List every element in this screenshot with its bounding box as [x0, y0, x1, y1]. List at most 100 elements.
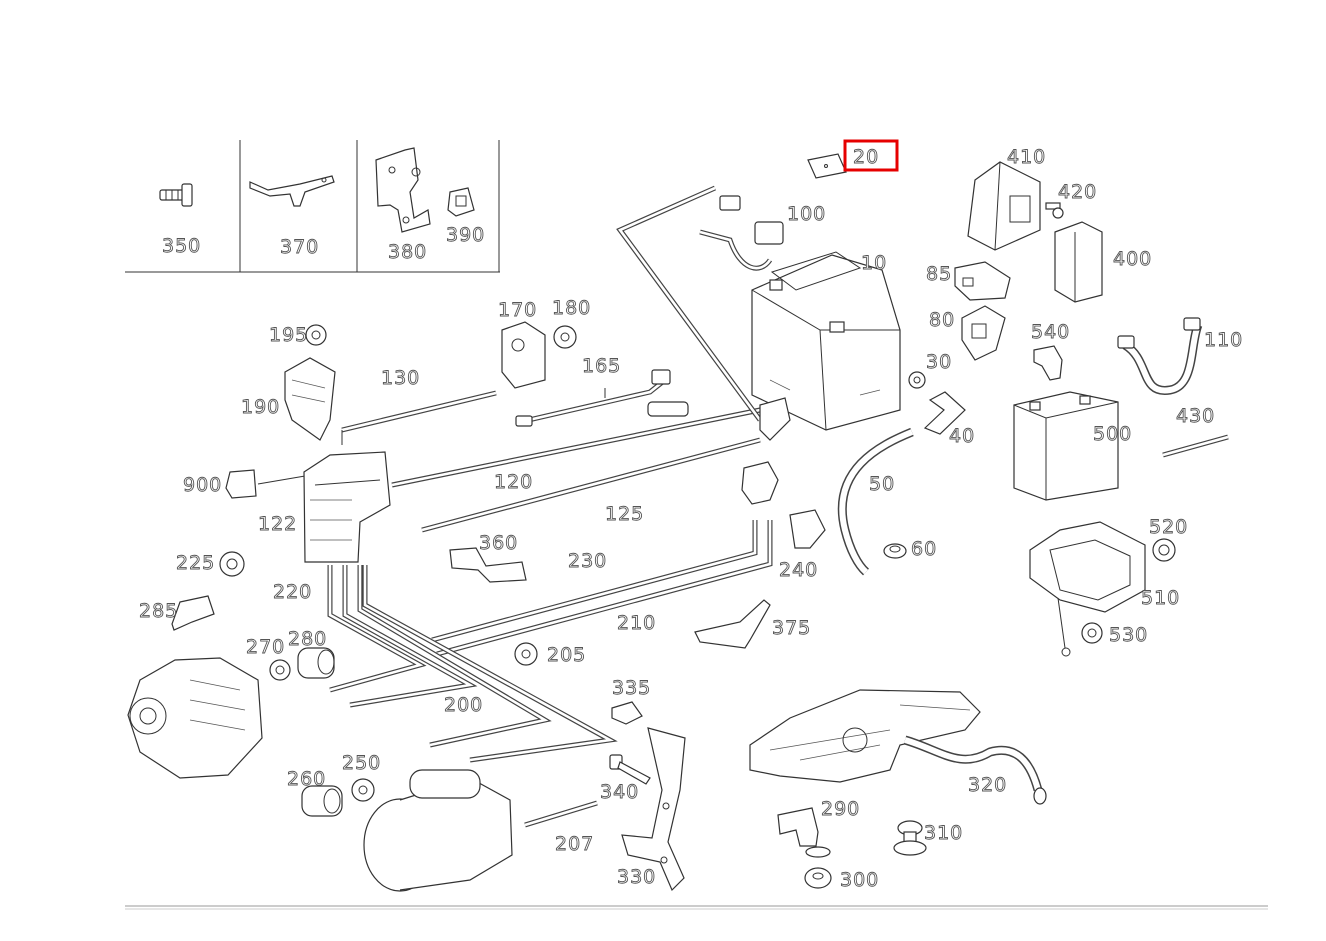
label-10[interactable]: 10	[861, 252, 887, 275]
part-190-cover[interactable]	[284, 357, 336, 441]
part-195-nut[interactable]	[305, 324, 327, 346]
label-30[interactable]: 30	[926, 351, 952, 374]
label-900[interactable]: 900	[183, 474, 222, 497]
label-370: 370	[280, 236, 319, 258]
part-380-bracket[interactable]	[375, 147, 431, 233]
label-530[interactable]: 530	[1109, 624, 1148, 647]
label-510[interactable]: 510	[1141, 587, 1180, 610]
part-250-nut[interactable]	[351, 778, 375, 802]
label-270[interactable]: 270	[246, 636, 285, 659]
label-290[interactable]: 290	[821, 798, 860, 821]
part-260-sleeve[interactable]	[301, 785, 343, 817]
part-370-bracket[interactable]	[249, 175, 335, 207]
part-320-ground-cable[interactable]	[903, 735, 1047, 805]
label-375[interactable]: 375	[772, 617, 811, 640]
label-430[interactable]: 430	[1176, 405, 1215, 428]
part-280-sleeve[interactable]	[297, 647, 335, 679]
label-400[interactable]: 400	[1113, 248, 1152, 271]
label-410[interactable]: 410	[1007, 146, 1046, 169]
part-410-fuse-box[interactable]	[967, 161, 1041, 251]
label-20[interactable]: 20	[853, 146, 879, 169]
label-230[interactable]: 230	[568, 550, 607, 573]
part-350-bolt[interactable]	[159, 183, 193, 207]
part-540-clip[interactable]	[1033, 345, 1063, 381]
label-165[interactable]: 165	[582, 355, 621, 378]
part-10-battery[interactable]	[751, 251, 901, 431]
label-85[interactable]: 85	[926, 263, 952, 286]
part-270-nut[interactable]	[269, 659, 291, 681]
part-330-bracket[interactable]	[621, 727, 686, 892]
part-85-bracket[interactable]	[954, 261, 1011, 301]
part-310-stud[interactable]	[893, 820, 927, 856]
label-190[interactable]: 190	[241, 396, 280, 419]
label-350: 350	[162, 235, 201, 257]
part-390-clip[interactable]	[447, 187, 475, 217]
label-50[interactable]: 50	[869, 473, 895, 496]
part-110-cable[interactable]	[1117, 317, 1203, 395]
label-250[interactable]: 250	[342, 752, 381, 775]
label-80[interactable]: 80	[929, 309, 955, 332]
label-520[interactable]: 520	[1149, 516, 1188, 539]
part-900-connector[interactable]	[225, 469, 257, 499]
label-320[interactable]: 320	[968, 774, 1007, 797]
part-530-nut[interactable]	[1081, 622, 1103, 644]
label-540[interactable]: 540	[1031, 321, 1070, 344]
part-510-battery-tray[interactable]	[1029, 521, 1146, 657]
part-100-cable[interactable]	[699, 195, 784, 271]
label-285[interactable]: 285	[139, 600, 178, 623]
label-180[interactable]: 180	[552, 297, 591, 320]
engine-block-illustration	[749, 689, 981, 783]
label-40[interactable]: 40	[949, 425, 975, 448]
part-80-holder[interactable]	[961, 305, 1006, 361]
part-20-plate[interactable]	[807, 153, 847, 179]
label-260[interactable]: 260	[287, 768, 326, 791]
part-165-lead[interactable]	[515, 369, 689, 427]
label-170[interactable]: 170	[498, 299, 537, 322]
label-100[interactable]: 100	[787, 203, 826, 226]
part-122-fuse-carrier[interactable]	[303, 451, 391, 563]
part-170-sensor[interactable]	[501, 321, 546, 389]
part-180-bushing[interactable]	[553, 325, 577, 349]
label-207[interactable]: 207	[555, 833, 594, 856]
part-335-clip[interactable]	[611, 701, 643, 725]
label-220[interactable]: 220	[273, 581, 312, 604]
label-200[interactable]: 200	[444, 694, 483, 717]
label-280[interactable]: 280	[288, 628, 327, 651]
part-360-bracket[interactable]	[449, 547, 527, 583]
label-125[interactable]: 125	[605, 503, 644, 526]
part-375-bracket[interactable]	[694, 599, 771, 649]
label-122[interactable]: 122	[258, 513, 297, 536]
label-60[interactable]: 60	[911, 538, 937, 561]
part-400-cover[interactable]	[1054, 221, 1103, 303]
part-340-bolt[interactable]	[609, 754, 651, 785]
label-130[interactable]: 130	[381, 367, 420, 390]
part-520-nut[interactable]	[1152, 538, 1176, 562]
part-240-terminal[interactable]	[741, 397, 826, 549]
label-240[interactable]: 240	[779, 559, 818, 582]
label-300[interactable]: 300	[840, 869, 879, 892]
label-225[interactable]: 225	[176, 552, 215, 575]
label-120[interactable]: 120	[494, 471, 533, 494]
label-310[interactable]: 310	[924, 822, 963, 845]
label-195[interactable]: 195	[269, 324, 308, 347]
part-300-nut[interactable]	[804, 867, 832, 889]
part-60-grommet[interactable]	[883, 543, 907, 559]
part-290-bracket[interactable]	[777, 807, 831, 858]
part-205-nut[interactable]	[514, 642, 538, 666]
starter-illustration	[363, 769, 513, 892]
part-420-bolt[interactable]	[1045, 202, 1064, 219]
label-360[interactable]: 360	[479, 532, 518, 555]
part-225-nut[interactable]	[219, 551, 245, 577]
label-210[interactable]: 210	[617, 612, 656, 635]
part-285-bracket[interactable]	[171, 595, 215, 631]
label-420[interactable]: 420	[1058, 181, 1097, 204]
label-330[interactable]: 330	[617, 866, 656, 889]
label-110[interactable]: 110	[1204, 329, 1243, 352]
part-30-terminal[interactable]	[908, 371, 926, 389]
label-500[interactable]: 500	[1093, 423, 1132, 446]
part-40-elbow[interactable]	[923, 391, 966, 435]
label-335[interactable]: 335	[612, 677, 651, 700]
part-500-aux-battery[interactable]	[1013, 391, 1119, 501]
label-205[interactable]: 205	[547, 644, 586, 667]
label-340[interactable]: 340	[600, 781, 639, 804]
